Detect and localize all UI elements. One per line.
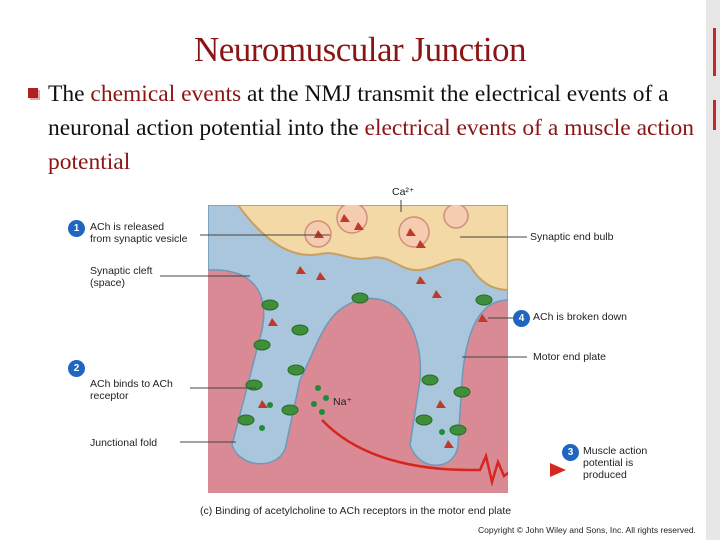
- label-ach-binds: ACh binds to ACh receptor: [90, 378, 173, 402]
- label-text: Muscle action potential is produced: [583, 445, 648, 481]
- label-synaptic-end-bulb: Synaptic end bulb: [530, 231, 614, 243]
- bullet-icon: [28, 88, 38, 98]
- label-synaptic-cleft: Synaptic cleft (space): [90, 265, 152, 289]
- label-ach-released: ACh is released from synaptic vesicle: [90, 221, 187, 245]
- label-text: Synaptic cleft (space): [90, 265, 153, 289]
- step-4-badge: 4: [513, 310, 530, 327]
- step-2-badge: 2: [68, 360, 85, 377]
- body-text-part: The: [48, 81, 91, 107]
- action-potential-arrowhead: [550, 463, 566, 477]
- synaptic-end-bulb: [236, 205, 508, 292]
- right-accent-strip: [706, 0, 720, 540]
- figure-caption: (c) Binding of acetylcholine to ACh rece…: [200, 505, 512, 517]
- label-sodium: Na⁺: [333, 396, 352, 408]
- sodium-ions: [259, 385, 445, 435]
- accent-dash: [713, 28, 716, 76]
- acetylcholine-molecules: [258, 214, 488, 448]
- copyright-notice: Copyright © John Wiley and Sons, Inc. Al…: [478, 525, 696, 535]
- slide-body-text: The chemical events at the NMJ transmit …: [48, 77, 698, 179]
- diagram-illustration: [208, 205, 508, 493]
- highlight-chemical-events: chemical events: [90, 81, 242, 107]
- accent-dash: [713, 100, 716, 130]
- step-3-badge: 3: [562, 444, 579, 461]
- label-text: ACh is released from synaptic vesicle: [90, 221, 188, 245]
- step-1-badge: 1: [68, 220, 85, 237]
- slide-title: Neuromuscular Junction: [193, 30, 527, 69]
- label-junctional-fold: Junctional fold: [90, 437, 158, 449]
- label-motor-end-plate: Motor end plate: [533, 351, 606, 363]
- body-text-part: at the NMJ transmit the electrical event…: [48, 81, 669, 141]
- highlight-electrical-events: electrical events of a muscle action pot…: [48, 115, 695, 175]
- label-ach-broken-down: ACh is broken down: [533, 311, 627, 323]
- label-text: ACh binds to ACh receptor: [90, 378, 173, 402]
- label-calcium: Ca²⁺: [392, 186, 415, 198]
- label-muscle-action-potential: Muscle action potential is produced: [583, 445, 647, 481]
- action-potential-arrow: [321, 419, 508, 487]
- leader-lines: [160, 200, 527, 443]
